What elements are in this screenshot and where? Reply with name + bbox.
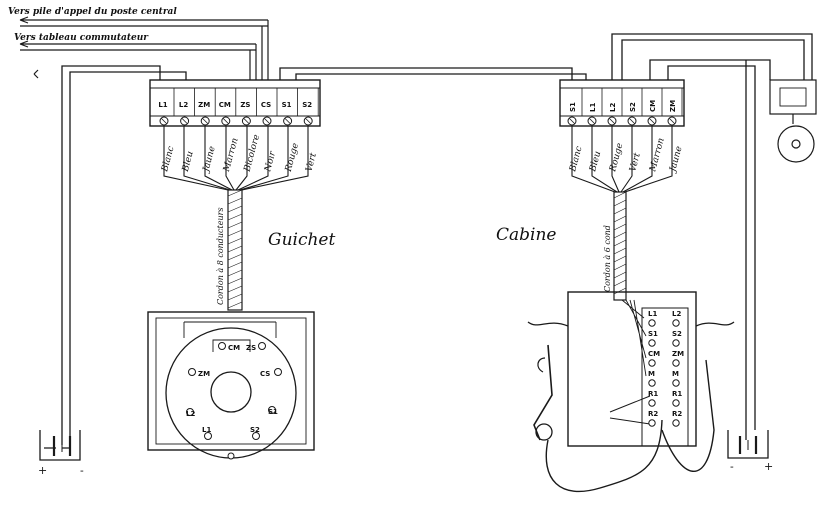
cabine-terminal-label: S2 <box>629 102 637 112</box>
guichet-terminal-label: CM <box>219 101 231 109</box>
guichet-wire-label: Vert <box>304 152 319 173</box>
guichet-terminal-label: L2 <box>179 101 188 109</box>
guichet-terminal-label: L1 <box>158 101 167 109</box>
cabine-wire-label: Marron <box>648 137 667 174</box>
box-terminal-icon <box>672 319 680 327</box>
guichet-jack-box <box>147 311 315 459</box>
cabine-battery <box>727 430 769 459</box>
cabine-terminal-label: L1 <box>589 103 597 112</box>
guichet-battery-plus: + <box>38 464 47 477</box>
cabine-title: Cabine <box>496 225 556 245</box>
cabine-box-label: R1 <box>672 390 682 398</box>
cabine-box-label: CM <box>648 350 660 358</box>
cabine-box-label: S1 <box>648 330 658 338</box>
cabine-box-label: ZM <box>672 350 684 358</box>
jack-pin-icon <box>188 368 196 376</box>
box-terminal-icon <box>648 379 656 387</box>
box-terminal-icon <box>672 419 680 427</box>
guichet-cord-label: Cordon à 8 conducteurs <box>216 207 225 305</box>
guichet-wire-label: Blanc <box>160 145 177 173</box>
guichet-wire-label: Rouge <box>284 142 301 174</box>
header-text-tableau: Vers tableau commutateur <box>14 33 149 43</box>
box-terminal-icon <box>672 359 680 367</box>
cabine-box-label: M <box>648 370 655 378</box>
guichet-jack-label: ZM <box>198 370 210 378</box>
guichet-cord <box>227 189 243 311</box>
guichet-wire-label: Marron <box>222 137 241 174</box>
box-terminal-icon <box>672 339 680 347</box>
box-terminal-icon <box>648 319 656 327</box>
guichet-jack-label: ZS <box>246 344 256 352</box>
cabine-wire-label: Rouge <box>608 142 625 174</box>
jack-pin-icon <box>186 408 194 416</box>
guichet-wire-label: Bicolore <box>242 134 262 174</box>
box-terminal-icon <box>648 359 656 367</box>
cabine-box-label: L1 <box>648 310 657 318</box>
jack-pin-icon <box>258 342 266 350</box>
guichet-title: Guichet <box>268 230 335 250</box>
guichet-terminal-label: S1 <box>282 101 292 109</box>
header-text-central: Vers pile d'appel du poste central <box>8 7 177 17</box>
guichet-jack-label: CM <box>228 344 240 352</box>
cabine-box-label: R2 <box>672 410 682 418</box>
guichet-terminal-label: ZM <box>198 101 210 109</box>
guichet-terminal-block <box>149 79 321 127</box>
guichet-terminal-label: S2 <box>302 101 312 109</box>
cabine-box-label: M <box>672 370 679 378</box>
jack-pin-icon <box>252 432 260 440</box>
cabine-wire-label: Blanc <box>568 145 585 173</box>
cabine-top-lines <box>611 33 813 440</box>
cabine-box-label: L2 <box>672 310 681 318</box>
cabine-battery-plus: + <box>764 460 773 473</box>
guichet-battery <box>39 430 81 461</box>
cabine-terminal-label: CM <box>649 100 657 112</box>
cabine-wire-fan <box>571 126 673 193</box>
bell-icon <box>769 79 817 163</box>
cabine-phone-box <box>527 291 735 493</box>
jack-pin-icon <box>204 432 212 440</box>
guichet-jack-label: CS <box>260 370 270 378</box>
guichet-jack-label: L1 <box>202 426 211 434</box>
header-arrows <box>19 16 269 80</box>
guichet-terminal-label: CS <box>261 101 271 109</box>
cabine-wire-label: Jaune <box>668 145 685 175</box>
box-terminal-icon <box>672 379 680 387</box>
box-terminal-icon <box>672 399 680 407</box>
jack-pin-icon <box>218 342 226 350</box>
guichet-wire-label: Bleu <box>181 150 196 174</box>
box-terminal-icon <box>648 419 656 427</box>
inter-block-line <box>279 67 587 80</box>
cabine-terminal-label: ZM <box>669 100 677 112</box>
cabine-terminal-label: S1 <box>569 102 577 112</box>
cabine-wire-label: Bleu <box>588 150 603 174</box>
box-terminal-icon <box>648 339 656 347</box>
cabine-box-label: R2 <box>648 410 658 418</box>
guichet-wire-label: Jaune <box>201 145 218 175</box>
jack-pin-icon <box>274 368 282 376</box>
guichet-wire-label: Noir <box>263 150 278 174</box>
guichet-battery-minus: - <box>80 464 84 477</box>
cabine-box-label: R1 <box>648 390 658 398</box>
guichet-jack-label: S2 <box>250 426 260 434</box>
box-terminal-icon <box>648 399 656 407</box>
guichet-jack-label: L2 <box>186 410 195 418</box>
guichet-terminal-label: ZS <box>240 101 250 109</box>
cabine-cord-label: Cordon à 6 cond <box>603 225 612 292</box>
cabine-terminal-label: L2 <box>609 103 617 112</box>
guichet-jack-label: S1 <box>268 408 278 416</box>
jack-pin-icon <box>227 452 235 460</box>
jack-pin-icon <box>268 406 276 414</box>
cabine-wire-label: Vert <box>628 152 643 173</box>
cabine-box-label: S2 <box>672 330 682 338</box>
cabine-battery-minus: - <box>730 460 734 473</box>
cabine-cord <box>613 191 627 301</box>
guichet-wire-fan <box>163 126 309 191</box>
